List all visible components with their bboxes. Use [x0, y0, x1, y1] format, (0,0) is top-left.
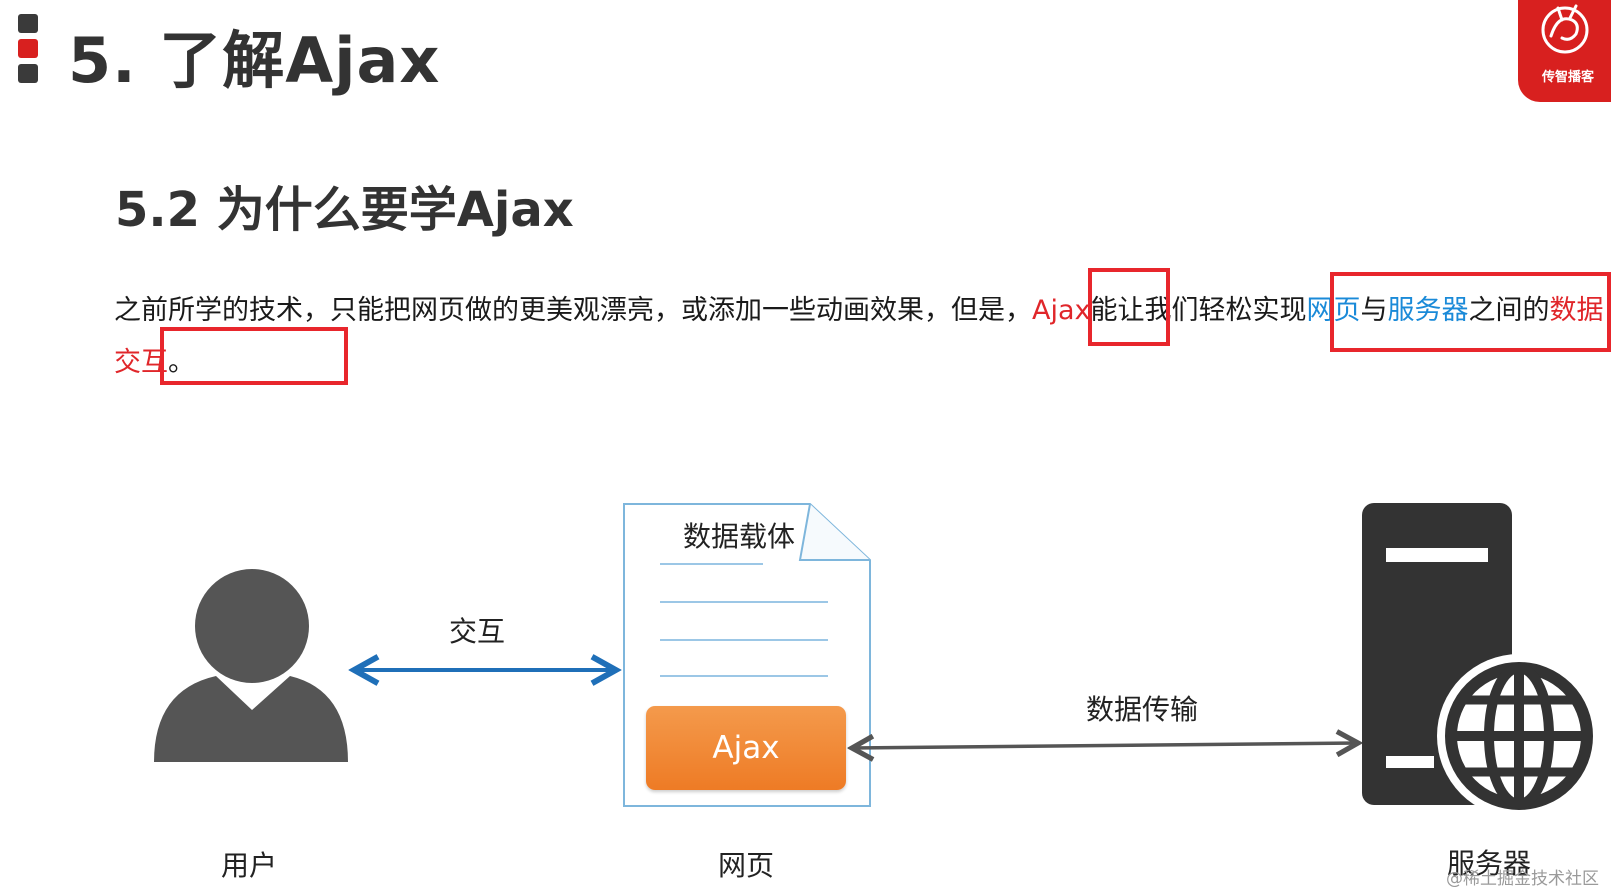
paragraph-text-and: 与 [1360, 295, 1388, 326]
page-title: 5. 了解Ajax [68, 24, 441, 97]
watermark: @稀土掘金技术社区 [1446, 869, 1599, 889]
highlight-box-data-exchange [160, 327, 348, 385]
highlight-ajax: Ajax [1032, 295, 1091, 326]
paragraph-text-end: 。 [168, 347, 195, 378]
logo-text: 传智播客 [1542, 70, 1595, 85]
user-icon [154, 569, 348, 762]
highlight-data-exchange: 数据交互 [114, 295, 1604, 378]
ajax-block: Ajax [646, 706, 846, 790]
interaction-label: 交互 [449, 615, 506, 648]
document-title: 数据载体 [683, 520, 796, 553]
title-bullet-marker [18, 14, 38, 89]
data-transfer-label: 数据传输 [1086, 693, 1199, 726]
data-transfer-arrow [852, 743, 1358, 748]
highlight-box-ajax [1088, 268, 1170, 346]
paragraph-text-2: 能让我们轻松实现 [1090, 295, 1307, 326]
section-subtitle: 5.2 为什么要学Ajax [115, 182, 574, 238]
globe-icon [1437, 654, 1601, 818]
paragraph-text-3: 之间的 [1468, 295, 1550, 326]
paragraph-text-1: 之前所学的技术，只能把网页做的更美观漂亮，或添加一些动画效果，但是， [114, 295, 1032, 326]
highlight-server: 服务器 [1387, 295, 1469, 326]
intro-paragraph: 之前所学的技术，只能把网页做的更美观漂亮，或添加一些动画效果，但是，Ajax能让… [114, 285, 1604, 389]
brand-logo: 传智播客 [1518, 0, 1611, 102]
dragon-logo-icon [1518, 0, 1611, 102]
user-label: 用户 [221, 849, 278, 882]
webpage-label: 网页 [718, 849, 775, 882]
highlight-box-webpage-server [1330, 272, 1611, 352]
server-label: 服务器 [1447, 847, 1532, 880]
